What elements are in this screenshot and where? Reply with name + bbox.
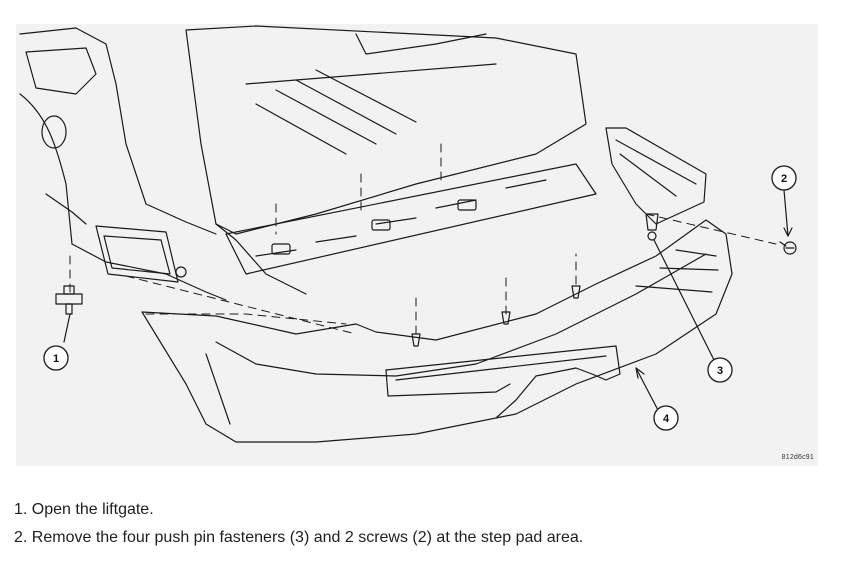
right-bracket [605, 127, 707, 225]
diagram-illustration: 1 2 3 4 [19, 25, 797, 443]
instruction-step: 2. Remove the four push pin fasteners (3… [14, 529, 584, 546]
callout-leaders [63, 189, 793, 415]
rear-beam [225, 163, 597, 275]
bumper-removal-diagram: 1 2 3 4 812d6c91 [16, 24, 818, 466]
tail-lamp-pocket [95, 225, 179, 283]
callout-4 [653, 405, 679, 431]
callout-4-label: 4 [663, 413, 670, 425]
callout-3-label: 3 [717, 365, 723, 377]
callout-1 [43, 345, 69, 371]
clip-fastener [55, 285, 83, 315]
quarter-panel [19, 93, 227, 301]
figure-code: 812d6c91 [781, 454, 814, 461]
push-pin-fasteners [411, 213, 659, 347]
callout-2-label: 2 [781, 173, 787, 185]
callout-1-label: 1 [53, 353, 59, 365]
screw [779, 241, 797, 255]
instruction-step: 1. Open the liftgate. [14, 501, 154, 518]
callout-2 [771, 165, 797, 191]
cargo-floor [185, 25, 587, 235]
bumper-fascia [141, 219, 733, 443]
instruction-list: 1. Open the liftgate. 2. Remove the four… [14, 496, 583, 552]
callout-3 [707, 357, 733, 383]
